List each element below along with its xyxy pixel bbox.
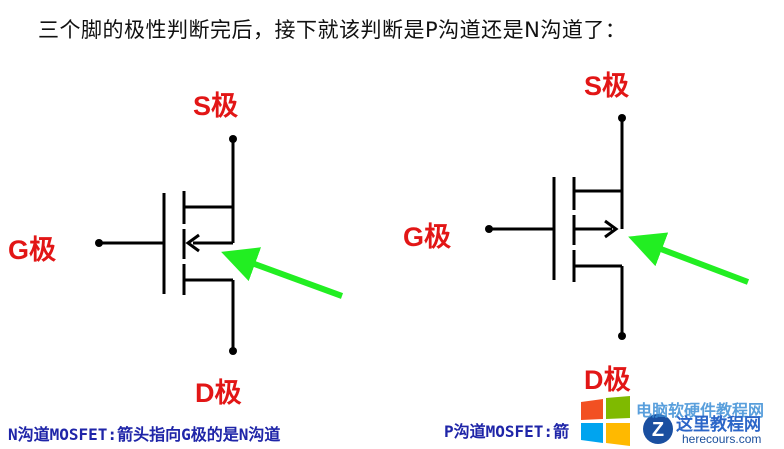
p-arrow-head	[604, 219, 619, 239]
watermark-site-name: 这里教程网	[676, 415, 761, 435]
p-channel-caption: P沟道MOSFET:箭	[444, 422, 570, 441]
watermark-site-tagline: 电脑软硬件教程网	[636, 401, 765, 420]
p-drain-label: D极	[584, 365, 631, 395]
n-pointer-arrow	[221, 247, 344, 299]
p-source-label: S极	[584, 71, 630, 101]
n-drain-terminal-dot	[229, 347, 237, 355]
p-source-terminal-dot	[618, 114, 626, 122]
watermark-site-url: herecours.com	[682, 432, 762, 446]
p-gate-label: G极	[403, 222, 452, 252]
n-source-terminal-dot	[229, 135, 237, 143]
p-drain-terminal-dot	[618, 332, 626, 340]
site-watermark: Z 电脑软硬件教程网 这里教程网 herecours.com	[578, 396, 784, 449]
n-drain-label: D极	[195, 378, 242, 408]
z-logo-icon: Z	[643, 414, 673, 444]
p-gate-terminal-dot	[485, 225, 493, 233]
n-channel-caption: N沟道MOSFET:箭头指向G极的是N沟道	[8, 425, 281, 444]
windows-logo-icon: Z	[581, 396, 673, 446]
page-heading: 三个脚的极性判断完后，接下就该判断是P沟道还是N沟道了：	[38, 18, 627, 42]
p-channel-mosfet-symbol	[489, 118, 624, 336]
n-arrow-head	[185, 233, 200, 253]
svg-text:Z: Z	[652, 419, 664, 441]
n-channel-mosfet-symbol	[99, 139, 235, 351]
n-gate-label: G极	[8, 235, 57, 265]
p-pointer-arrow	[628, 232, 750, 285]
n-source-label: S极	[193, 91, 239, 121]
n-gate-terminal-dot	[95, 239, 103, 247]
